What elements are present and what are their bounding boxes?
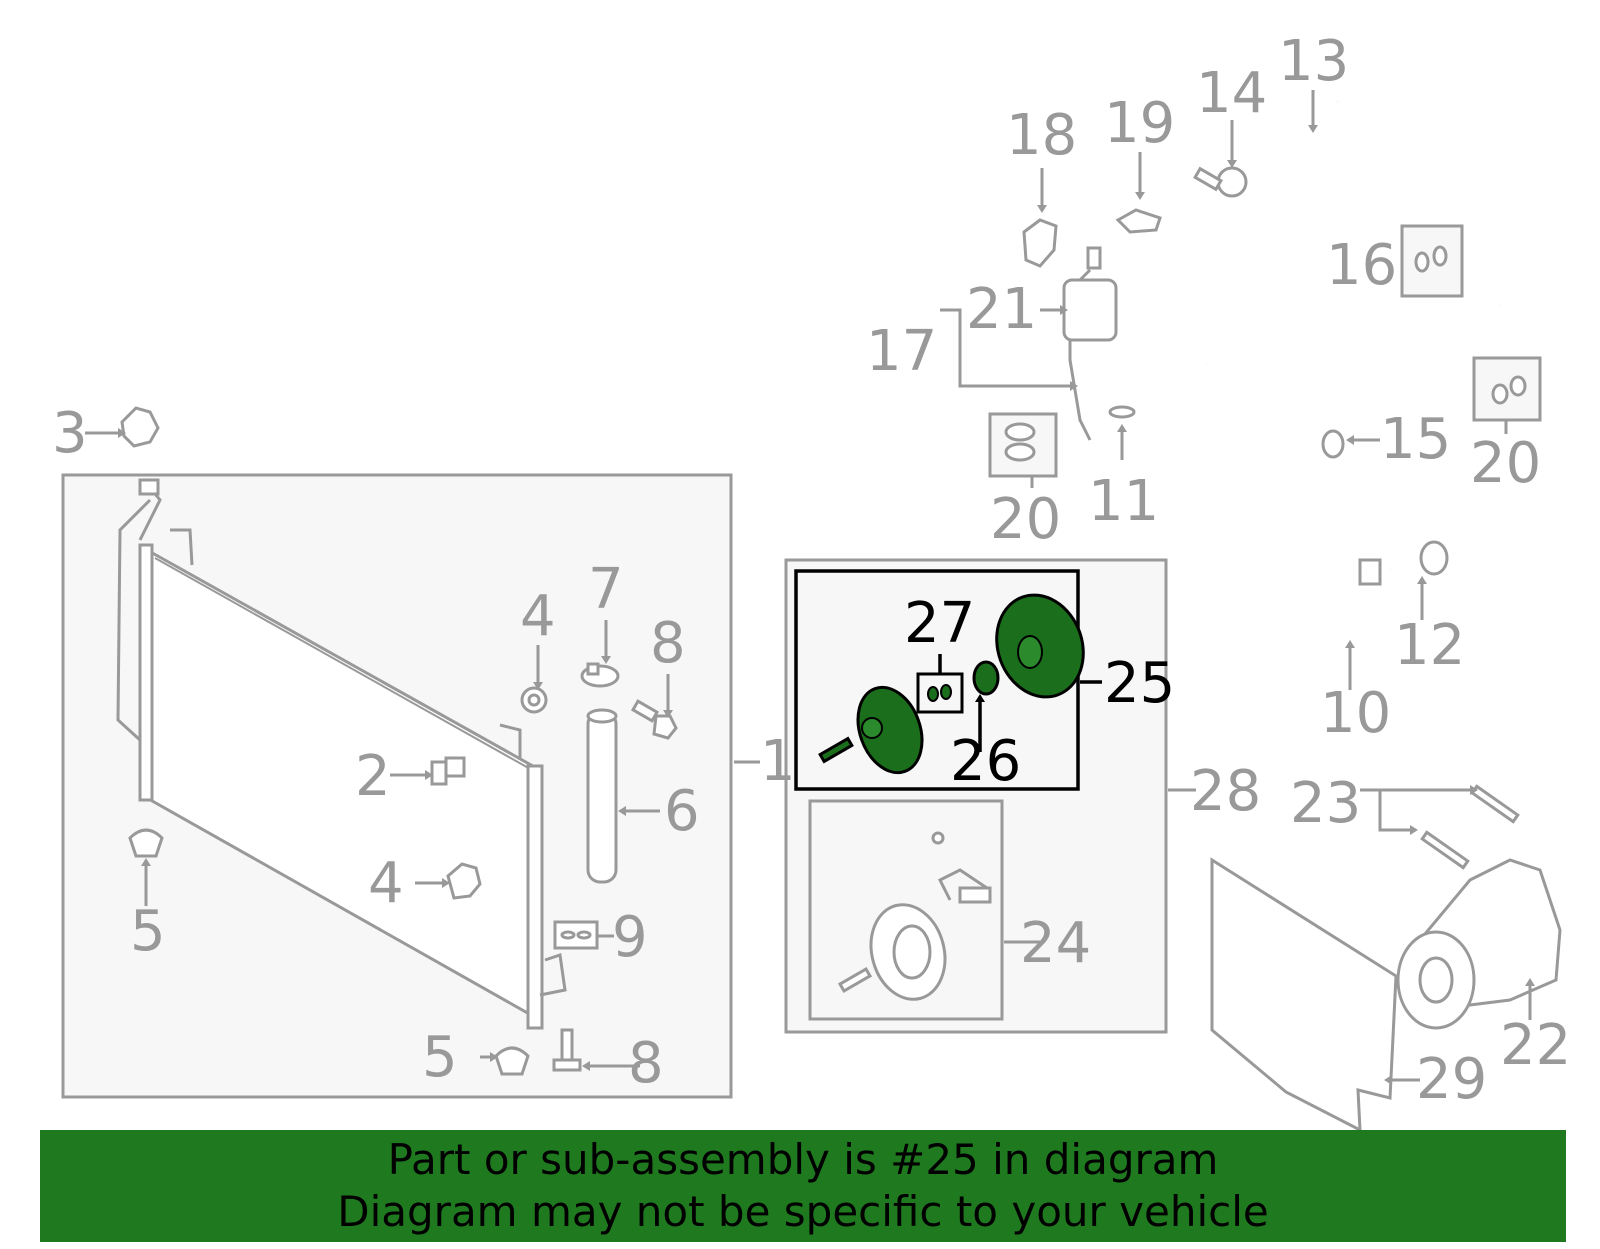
ac-lines	[1062, 98, 1536, 636]
callout-10: 10	[1320, 681, 1391, 746]
clutch-group-box	[784, 558, 1168, 1034]
callout-1: 1	[760, 729, 796, 794]
part-29-shield	[1210, 857, 1398, 1133]
part-20b-oring-pack	[1472, 356, 1542, 422]
part-25-subassembly-box	[794, 569, 1080, 791]
callout-6: 6	[664, 779, 700, 844]
banner-line-1: Part or sub-assembly is #25 in diagram	[387, 1135, 1219, 1184]
callout-15: 15	[1380, 407, 1451, 472]
callout-3: 3	[52, 401, 88, 466]
part-19-icon	[1115, 208, 1162, 234]
part-6-drier	[586, 708, 618, 884]
part-4b-icon	[446, 862, 482, 900]
callout-11: 11	[1088, 469, 1159, 534]
part-24-field-coil	[837, 831, 992, 1001]
part-3-icon	[120, 406, 160, 448]
callout-14: 14	[1196, 61, 1267, 126]
callout-25: 25	[1104, 651, 1175, 716]
callout-9: 9	[612, 905, 648, 970]
callout-19: 19	[1104, 91, 1175, 156]
callout-24: 24	[1020, 911, 1091, 976]
part-25-bolt	[818, 736, 854, 764]
part-23-bolts	[1420, 784, 1520, 870]
part-15-icon	[1321, 429, 1345, 459]
part-4a-icon	[520, 686, 548, 714]
callout-5a: 5	[130, 899, 166, 964]
part-7-clamp	[580, 662, 620, 688]
part-5a-icon	[128, 828, 164, 858]
part-24-subassembly-box	[808, 799, 1004, 1021]
part-26-shim	[972, 660, 1000, 696]
callout-2: 2	[355, 744, 391, 809]
callout-8b: 8	[628, 1031, 664, 1096]
callout-4a: 4	[520, 584, 556, 649]
part-16-oring-pack	[1400, 224, 1464, 298]
banner-line-2: Diagram may not be specific to your vehi…	[337, 1187, 1269, 1236]
part-11-icon	[1108, 405, 1136, 419]
callout-21: 21	[966, 277, 1037, 342]
callout-20b: 20	[1470, 431, 1541, 496]
callout-17: 17	[866, 319, 937, 384]
condenser	[116, 478, 567, 1030]
callout-29: 29	[1416, 1047, 1487, 1112]
callout-12: 12	[1394, 613, 1465, 678]
callout-18: 18	[1006, 103, 1077, 168]
callout-28: 28	[1190, 759, 1261, 824]
callout-27: 27	[904, 591, 975, 656]
leader-lines	[85, 90, 1535, 1085]
part-2-icon	[430, 756, 466, 786]
part-9-oring-pack	[553, 920, 599, 950]
part-18-icon	[1022, 218, 1058, 268]
part-8b-bolt	[552, 1028, 582, 1072]
callout-4b: 4	[368, 851, 404, 916]
part-22-compressor	[1396, 858, 1562, 1030]
callout-23: 23	[1290, 771, 1361, 836]
callout-20a: 20	[990, 487, 1061, 552]
callout-16: 16	[1326, 233, 1397, 298]
part-20a-oring-pack	[988, 412, 1058, 478]
callout-26: 26	[950, 729, 1021, 794]
highlight-banner: Part or sub-assembly is #25 in diagram D…	[40, 1130, 1566, 1242]
callout-5b: 5	[422, 1025, 458, 1090]
part-12-icon	[1419, 540, 1449, 576]
callout-8a: 8	[650, 611, 686, 676]
callout-13: 13	[1278, 29, 1349, 94]
part-25-pulley	[995, 593, 1085, 699]
part-5b-icon	[494, 1046, 530, 1076]
part-14-icon	[1193, 166, 1248, 198]
callout-22: 22	[1500, 1013, 1571, 1078]
callout-7: 7	[588, 557, 624, 622]
callouts: 1 2 3 4 4 5 5 6 7 8 8 9 10 11 12 13 14 1…	[52, 29, 1571, 1112]
part-25-hub	[856, 685, 924, 775]
